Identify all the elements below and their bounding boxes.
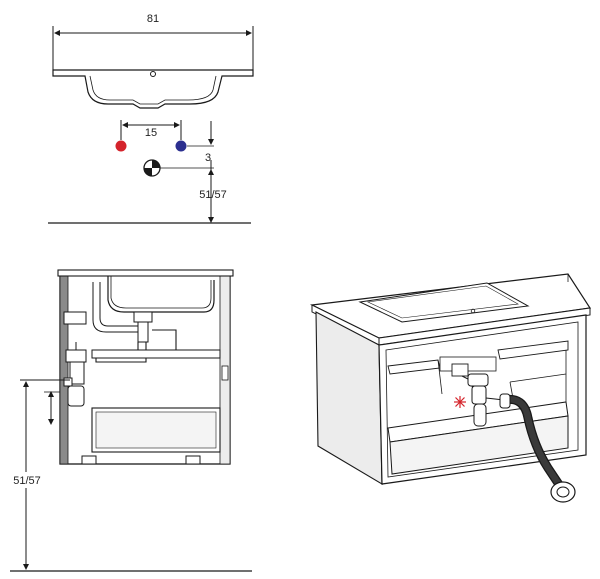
valve-spacing-label: 15	[145, 127, 157, 139]
valve-offset-dimension: 3	[205, 121, 214, 170]
water-marker-asterisk-icon	[454, 396, 466, 408]
side-section-view: 51/57	[6, 269, 252, 572]
isometric-cabinet-view	[309, 273, 592, 503]
width-label: 81	[147, 13, 159, 25]
valve-offset-label: 3	[205, 152, 211, 164]
basin-profile-view: 81	[52, 13, 254, 109]
tap-hole	[150, 71, 156, 77]
height-dimension-top: 51/57	[199, 169, 227, 223]
cold-water-valve-icon	[175, 140, 187, 152]
width-dimension: 81	[52, 13, 254, 72]
drain-hole	[470, 308, 476, 314]
valve-spacing-dimension: 15	[120, 120, 182, 140]
adjustment-dimension	[44, 391, 60, 425]
height-label-side: 51/57	[13, 475, 41, 487]
height-dimension-side: 51/57	[6, 379, 70, 570]
hot-water-valve-icon	[115, 140, 127, 152]
height-label-top: 51/57	[199, 189, 227, 201]
basin-cross-section	[52, 69, 254, 109]
drain-symbol-icon	[143, 159, 161, 177]
drain-hose	[499, 393, 576, 503]
valve-layout: 15 3 51/57	[48, 120, 251, 224]
